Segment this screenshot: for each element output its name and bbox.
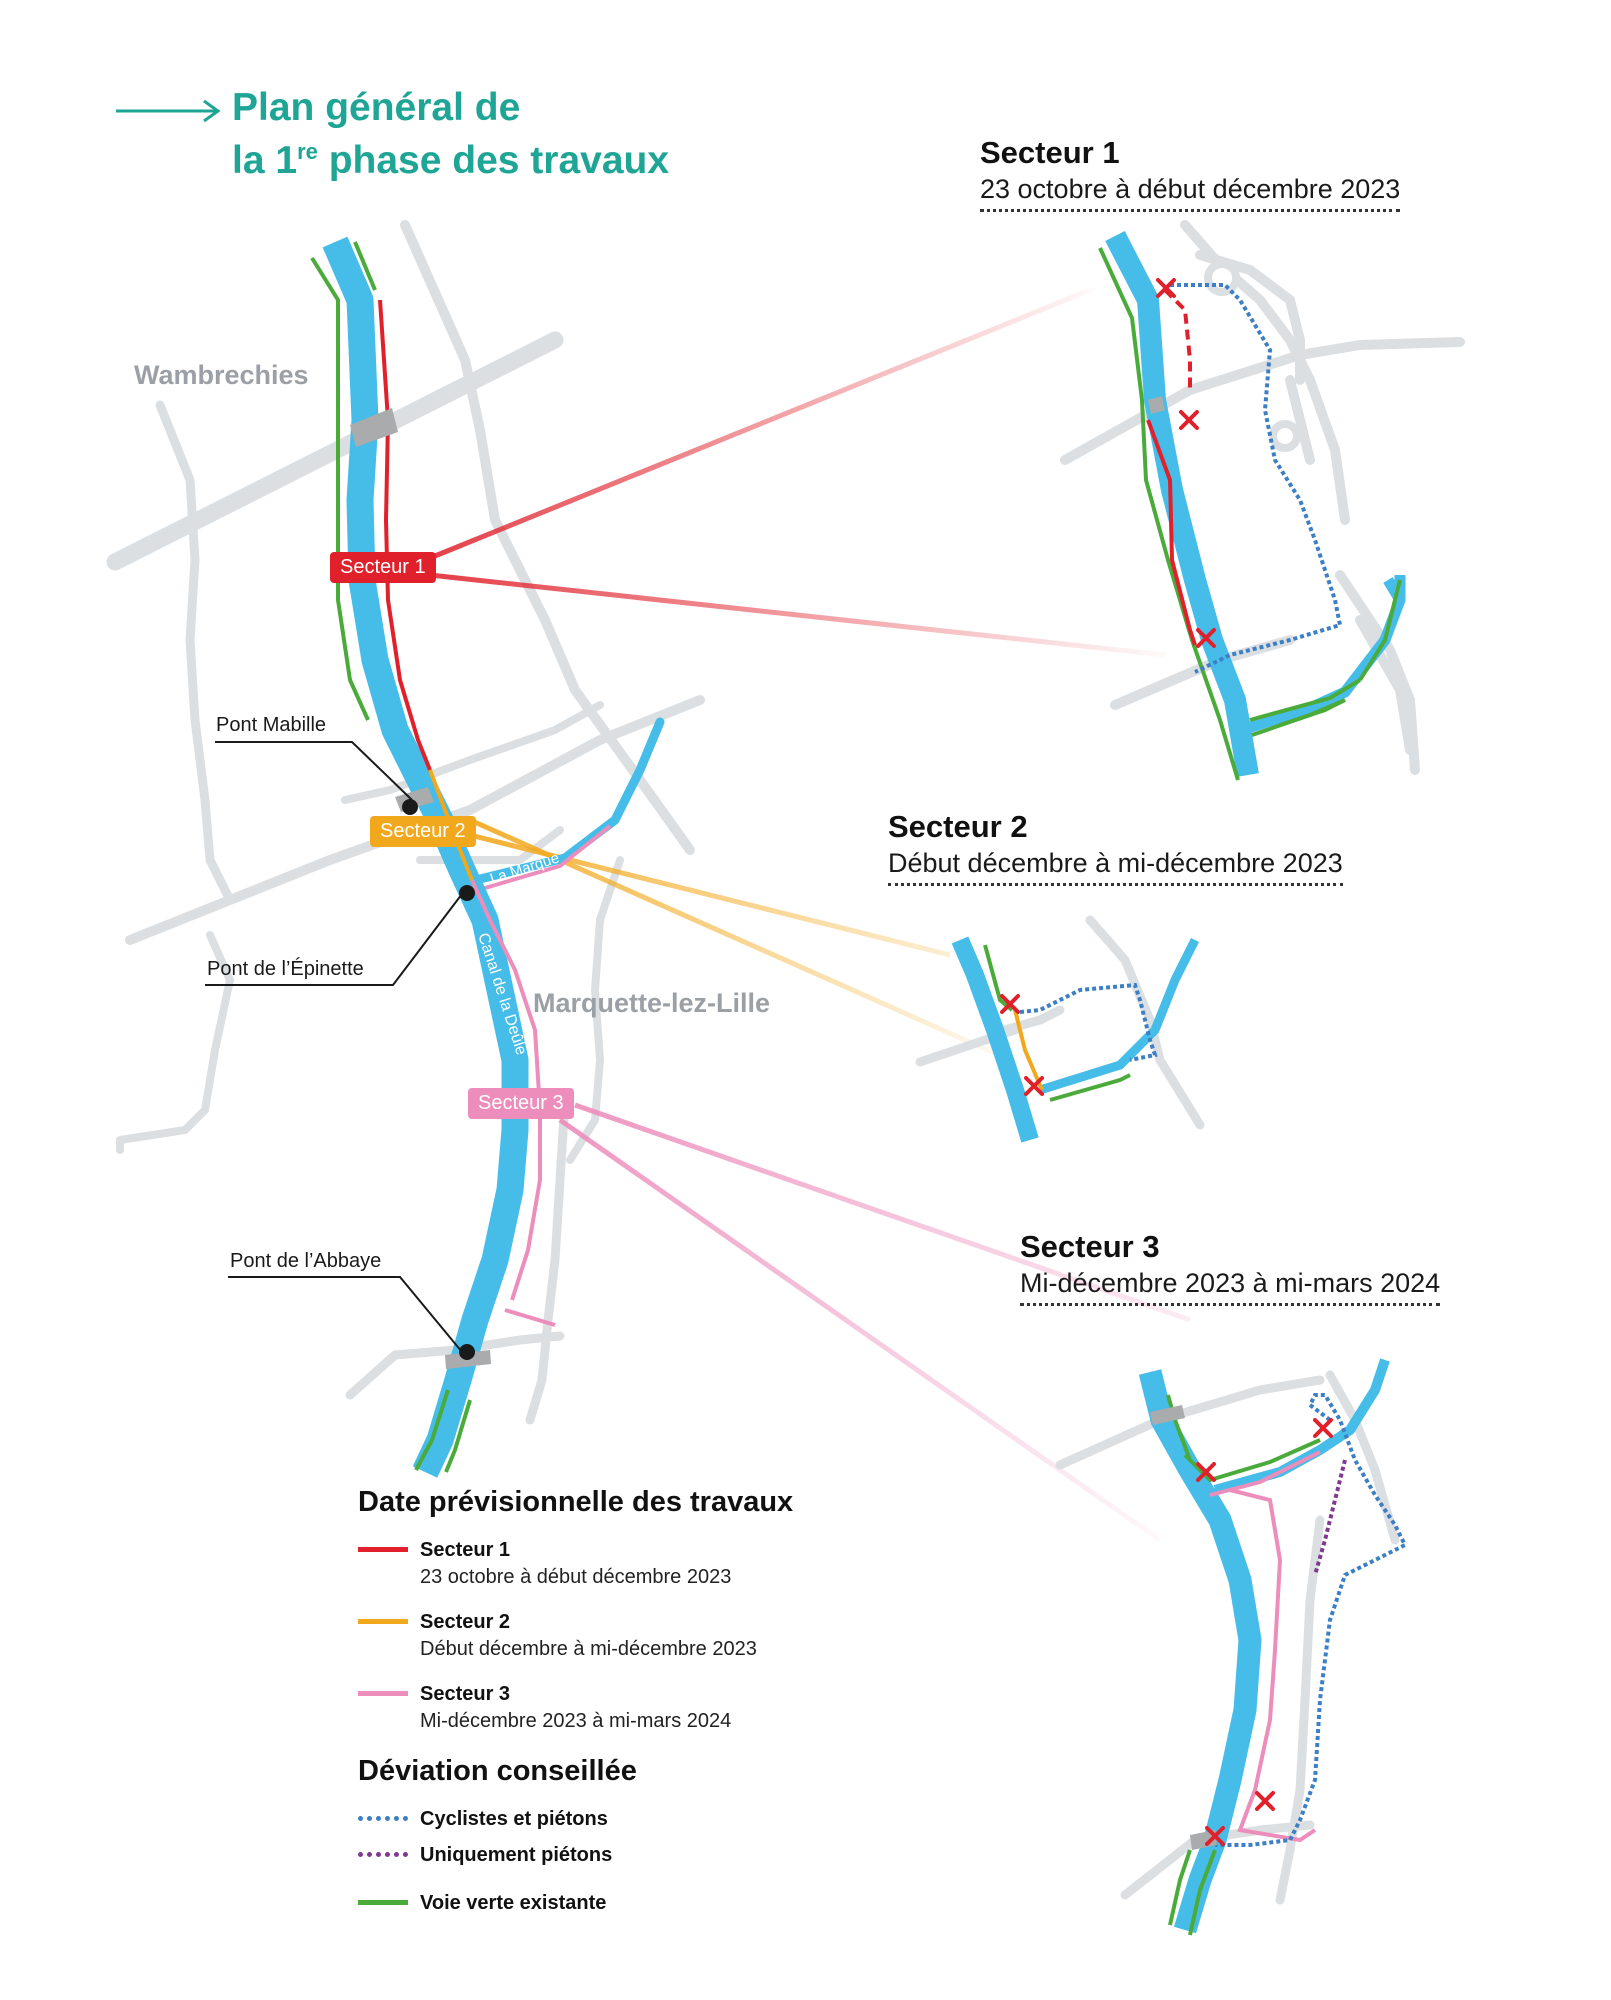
inset-dates: 23 octobre à début décembre 2023 — [980, 172, 1401, 212]
title-arrow-icon — [116, 99, 221, 123]
legend-item-secteur-3: Secteur 3 Mi-décembre 2023 à mi-mars 202… — [358, 1681, 918, 1735]
legend-item-secteur-2: Secteur 2 Début décembre à mi-décembre 2… — [358, 1609, 918, 1663]
voie-verte-main — [310, 241, 472, 1473]
legend-item-pietons: Uniquement piétons — [358, 1842, 918, 1868]
tag-secteur-1: Secteur 1 — [330, 552, 436, 583]
inset-dates: Mi-décembre 2023 à mi-mars 2024 — [1020, 1266, 1441, 1306]
legend-heading-dates: Date prévisionnelle des travaux — [358, 1486, 794, 1518]
secteur-3-line-main — [470, 879, 542, 1301]
pont-epinette-dot — [459, 885, 475, 901]
closure-markers — [1000, 278, 1333, 1846]
inset-secteur-3 — [1055, 1358, 1408, 1936]
closure-x-icon — [1196, 628, 1216, 648]
inset-title: Secteur 1 — [980, 135, 1120, 170]
title-line-2: la 1re phase des travaux — [232, 139, 670, 182]
legend: Date prévisionnelle des travaux Secteur … — [358, 1486, 918, 1934]
inset-title: Secteur 3 — [1020, 1229, 1160, 1264]
closure-x-icon — [1179, 410, 1199, 430]
inset-dates: Début décembre à mi-décembre 2023 — [888, 846, 1343, 886]
bridge-pointers — [205, 741, 466, 1353]
closure-x-icon — [1196, 1462, 1216, 1482]
closure-x-icon — [1156, 278, 1176, 298]
legend-swatch — [358, 1852, 408, 1857]
legend-item-voie-verte: Voie verte existante — [358, 1890, 918, 1916]
closure-x-icon — [1255, 1791, 1275, 1811]
legend-swatch — [358, 1547, 408, 1552]
closure-x-icon — [1024, 1076, 1044, 1096]
river-la-marque — [463, 717, 665, 887]
inset-header-secteur-3: Secteur 3 Mi-décembre 2023 à mi-mars 202… — [1020, 1228, 1441, 1306]
legend-swatch — [358, 1816, 408, 1821]
tag-secteur-2: Secteur 2 — [370, 816, 476, 847]
town-marquette: Marquette-lez-Lille — [533, 988, 771, 1018]
inset-secteur-1 — [1060, 220, 1465, 781]
pont-mabille-dot — [402, 799, 418, 815]
legend-item-secteur-1: Secteur 1 23 octobre à début décembre 20… — [358, 1537, 918, 1591]
tag-secteur-3: Secteur 3 — [468, 1088, 574, 1119]
legend-item-cyclistes: Cyclistes et piétons — [358, 1806, 918, 1832]
label-pont-epinette: Pont de l’Épinette — [207, 958, 364, 980]
inset-header-secteur-1: Secteur 1 23 octobre à début décembre 20… — [980, 134, 1401, 212]
inset-title: Secteur 2 — [888, 809, 1028, 844]
inset-header-secteur-2: Secteur 2 Début décembre à mi-décembre 2… — [888, 808, 1343, 886]
legend-swatch — [358, 1900, 408, 1905]
label-pont-abbaye: Pont de l’Abbaye — [230, 1250, 382, 1272]
inset-secteur-2 — [915, 915, 1205, 1143]
closure-x-icon — [1313, 1418, 1333, 1438]
legend-swatch — [358, 1619, 408, 1624]
pont-abbaye-dot — [459, 1344, 475, 1360]
legend-heading-deviation: Déviation conseillée — [358, 1755, 637, 1787]
closure-x-icon — [1000, 994, 1020, 1014]
closure-x-icon — [1205, 1826, 1225, 1846]
page-title: Plan général de la 1re phase des travaux — [232, 86, 669, 183]
title-line-1: Plan général de — [232, 86, 521, 129]
town-wambrechies: Wambrechies — [134, 360, 309, 390]
label-pont-mabille: Pont Mabille — [216, 714, 327, 736]
legend-swatch — [358, 1691, 408, 1696]
